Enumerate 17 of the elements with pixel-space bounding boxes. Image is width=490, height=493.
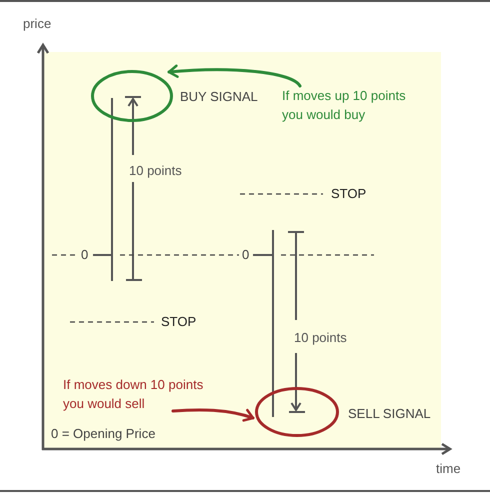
zero-label: 0 bbox=[81, 247, 88, 263]
zero-label: 0 bbox=[242, 247, 250, 263]
measure-label: 10 points bbox=[294, 330, 347, 346]
signal-label: BUY SIGNAL bbox=[180, 89, 258, 105]
measure-label: 10 points bbox=[129, 163, 182, 179]
curved-arrow bbox=[172, 408, 254, 422]
axis-label: time bbox=[436, 461, 461, 477]
stop-label: STOP bbox=[161, 314, 196, 330]
signal-label: SELL SIGNAL bbox=[348, 406, 431, 422]
annotation-text: If moves down 10 points you would sell bbox=[63, 375, 205, 413]
stop-label: STOP bbox=[331, 186, 366, 202]
note-text: 0 = Opening Price bbox=[51, 426, 156, 442]
signal-ellipse bbox=[255, 387, 339, 437]
signal-ellipse bbox=[91, 70, 173, 122]
axis-label: price bbox=[23, 16, 52, 32]
annotation-text: If moves up 10 points you would buy bbox=[282, 86, 407, 124]
curved-arrow bbox=[168, 64, 302, 88]
